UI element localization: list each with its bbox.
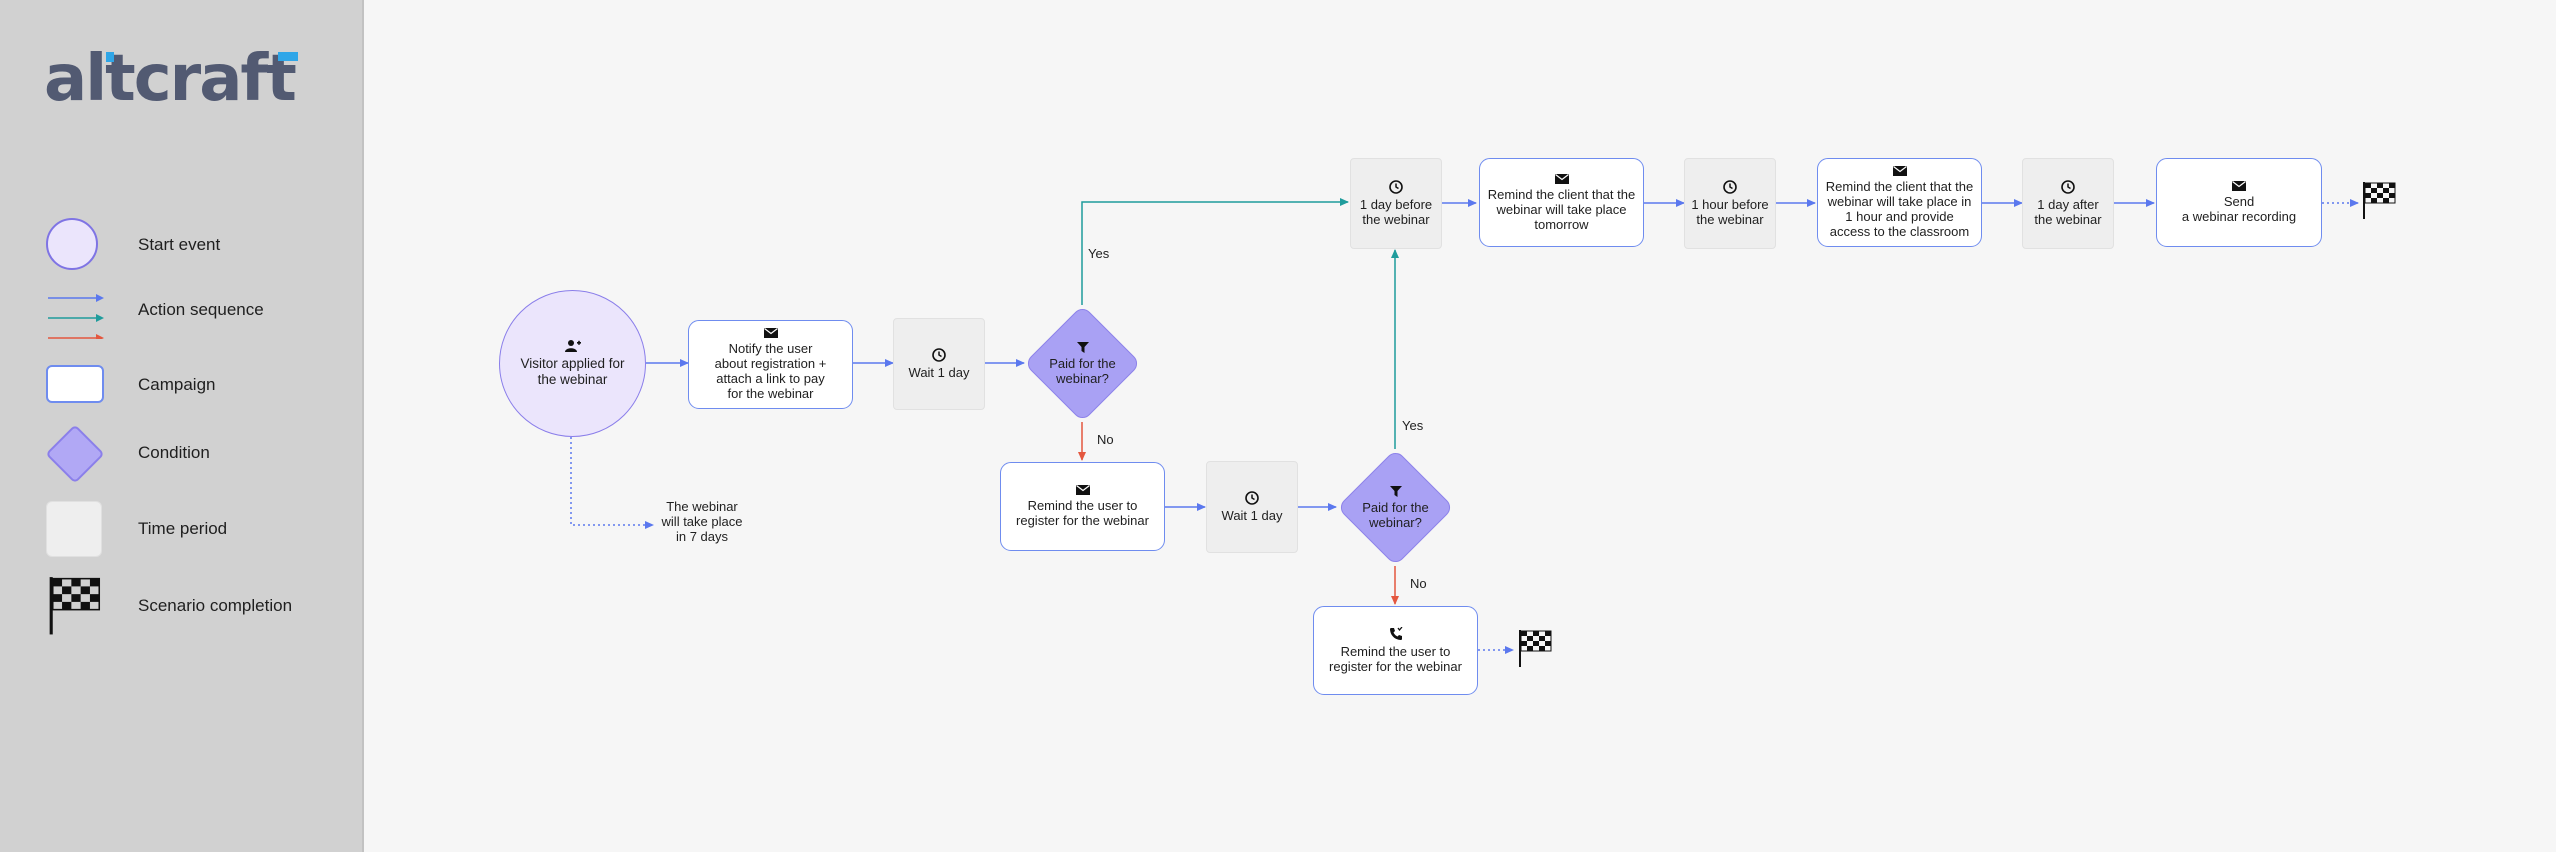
legend-action-sequence: Action sequence	[46, 287, 346, 343]
edge-label-no: No	[1410, 576, 1427, 591]
clock-icon	[1245, 491, 1259, 505]
condition-paid-1-text: Paid for the webinar?	[1049, 355, 1116, 386]
condition-paid-2-label: Paid for the webinar?	[1337, 449, 1454, 566]
altcraft-logo: altcraft	[44, 48, 298, 110]
campaign-swatch	[46, 365, 104, 403]
clock-icon	[932, 348, 946, 362]
finish-flag-icon	[49, 577, 101, 635]
legend-start-event: Start event	[46, 218, 346, 274]
day-after-node[interactable]: 1 day after the webinar	[2022, 158, 2114, 249]
edge-label-no: No	[1097, 432, 1114, 447]
finish-flag-icon	[2363, 182, 2396, 219]
start-event-text: Visitor applied for the webinar	[520, 356, 625, 387]
filter-icon	[1076, 341, 1089, 353]
start-event-node[interactable]: Visitor applied for the webinar	[499, 290, 646, 437]
condition-paid-1-label: Paid for the webinar?	[1024, 305, 1141, 422]
wait-1-day-second-text: Wait 1 day	[1221, 508, 1283, 523]
wait-1-day-text: Wait 1 day	[908, 365, 970, 380]
remind-call-text: Remind the user to register for the webi…	[1329, 644, 1462, 674]
remind-register-text: Remind the user to register for the webi…	[1016, 498, 1149, 528]
remind-tomorrow-text: Remind the client that the webinar will …	[1487, 186, 1636, 232]
notify-registration-text: Notify the user about registration + att…	[714, 341, 827, 401]
legend-time-period-label: Time period	[138, 519, 228, 538]
action-arrows-swatch	[48, 294, 104, 339]
remind-hour-campaign[interactable]: Remind the client that the webinar will …	[1817, 158, 1982, 247]
day-before-node[interactable]: 1 day before the webinar	[1350, 158, 1442, 249]
edge-label-yes: Yes	[1088, 246, 1110, 261]
phone-icon	[1389, 627, 1402, 640]
legend-scenario-completion-label: Scenario completion	[138, 596, 293, 615]
add-user-icon	[564, 340, 581, 352]
remind-call-campaign[interactable]: Remind the user to register for the webi…	[1313, 606, 1478, 695]
legend-action-sequence-label: Action sequence	[138, 300, 264, 319]
legend-campaign-label: Campaign	[138, 375, 216, 394]
wait-1-day-node[interactable]: Wait 1 day	[893, 318, 985, 410]
day-before-text: 1 day before the webinar	[1359, 197, 1433, 227]
clock-icon	[1389, 180, 1403, 194]
legend-condition-label: Condition	[138, 443, 210, 462]
legend-condition: Condition	[45, 424, 346, 484]
envelope-icon	[763, 328, 778, 338]
notify-registration-campaign[interactable]: Notify the user about registration + att…	[688, 320, 853, 409]
legend-campaign: Campaign	[46, 365, 346, 405]
remind-hour-text: Remind the client that the webinar will …	[1825, 179, 1974, 239]
arrow-start-to-note	[570, 437, 654, 529]
envelope-icon	[1075, 485, 1090, 495]
day-after-text: 1 day after the webinar	[2034, 197, 2102, 227]
remind-register-campaign[interactable]: Remind the user to register for the webi…	[1000, 462, 1165, 551]
hour-before-text: 1 hour before the webinar	[1691, 197, 1769, 227]
finish-flag-icon	[1519, 630, 1552, 667]
send-recording-text: Send a webinar recording	[2181, 194, 2297, 224]
hour-before-node[interactable]: 1 hour before the webinar	[1684, 158, 1776, 249]
arrow-yes-to-day-before	[1081, 198, 1349, 305]
wait-1-day-second-node[interactable]: Wait 1 day	[1206, 461, 1298, 553]
time-period-swatch	[46, 501, 102, 557]
legend-scenario-completion: Scenario completion	[46, 574, 346, 635]
svg-text:altcraft: altcraft	[44, 48, 296, 110]
condition-paid-2-text: Paid for the webinar?	[1362, 499, 1429, 530]
envelope-icon	[2232, 181, 2246, 191]
send-recording-campaign[interactable]: Send a webinar recording	[2156, 158, 2322, 247]
edge-label-yes: Yes	[1402, 418, 1424, 433]
webinar-timing-note: The webinar will take place in 7 days	[661, 499, 743, 544]
envelope-icon	[1554, 173, 1569, 184]
start-event-swatch	[46, 218, 98, 270]
envelope-icon	[1892, 166, 1907, 176]
clock-icon	[1723, 180, 1737, 194]
remind-tomorrow-campaign[interactable]: Remind the client that the webinar will …	[1479, 158, 1644, 247]
clock-icon	[2061, 180, 2075, 194]
legend-panel: altcraft Start event Action sequence Cam…	[0, 0, 364, 852]
filter-icon	[1389, 485, 1402, 497]
legend-time-period: Time period	[46, 501, 346, 557]
legend-start-event-label: Start event	[138, 235, 221, 254]
